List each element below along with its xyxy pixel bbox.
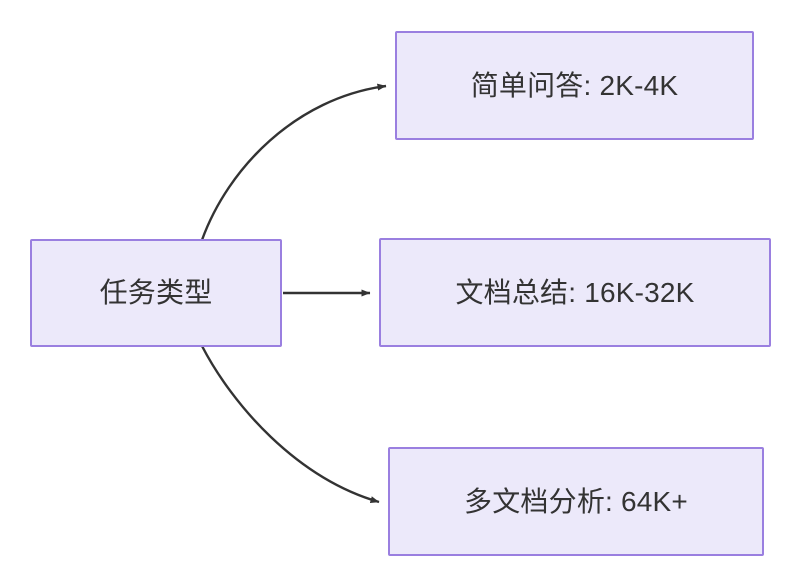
node-doc-summary[interactable]: 文档总结: 16K-32K bbox=[379, 238, 771, 347]
node-simple-qa[interactable]: 简单问答: 2K-4K bbox=[395, 31, 754, 140]
edge-to-simple-qa bbox=[200, 83, 387, 241]
node-multi-doc[interactable]: 多文档分析: 64K+ bbox=[388, 447, 764, 556]
node-task-type-label: 任务类型 bbox=[99, 277, 213, 308]
node-multi-doc-label: 多文档分析: 64K+ bbox=[464, 485, 688, 517]
node-doc-summary-label: 文档总结: 16K-32K bbox=[455, 276, 695, 308]
edge-to-multi-doc bbox=[200, 345, 380, 504]
node-task-type[interactable]: 任务类型 bbox=[30, 239, 282, 347]
node-simple-qa-label: 简单问答: 2K-4K bbox=[470, 69, 679, 101]
